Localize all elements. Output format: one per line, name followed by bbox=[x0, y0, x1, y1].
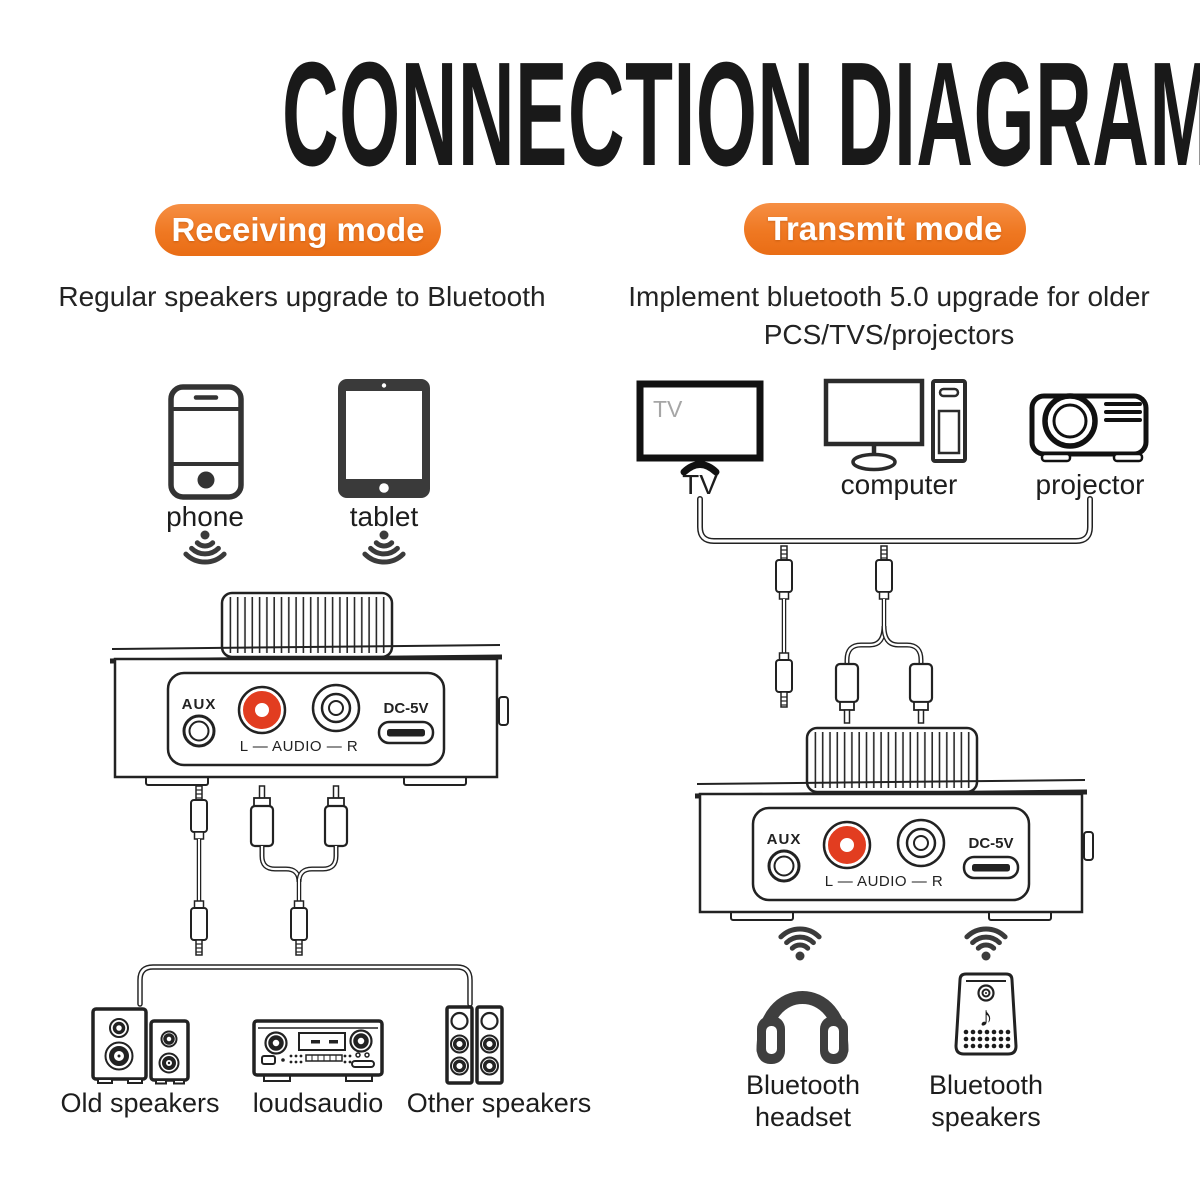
wifi-down-icon-phone bbox=[183, 530, 227, 565]
power-label: DC-5V bbox=[383, 700, 428, 717]
projector-label: projector bbox=[1035, 469, 1145, 500]
usb-c-port bbox=[377, 720, 435, 745]
aux-label: AUX bbox=[767, 831, 802, 848]
amplifier-icon bbox=[252, 1019, 384, 1082]
aux-cable-right bbox=[775, 545, 793, 708]
music-note-icon: ♪ bbox=[979, 1001, 993, 1032]
rca-y-cable-left bbox=[249, 785, 349, 956]
wifi-down-icon-tablet bbox=[362, 530, 406, 565]
receiving-mode-badge: Receiving mode bbox=[155, 204, 441, 256]
tablet-label: tablet bbox=[349, 501, 419, 532]
wifi-up-icon-headset bbox=[778, 926, 822, 961]
bluetooth-speakers-label: Bluetooth speakers bbox=[928, 1070, 1044, 1132]
projector-icon bbox=[1029, 393, 1149, 463]
rca-jack-left-red bbox=[822, 820, 872, 870]
old-speakers-label: Old speakers bbox=[60, 1088, 220, 1118]
other-speakers-label: Other speakers bbox=[406, 1088, 592, 1118]
phone-label: phone bbox=[166, 501, 244, 532]
computer-label: computer bbox=[840, 469, 958, 500]
tv-screen-label: TV bbox=[653, 396, 683, 422]
old-speakers-icon bbox=[91, 1007, 190, 1085]
receiving-subtitle: Regular speakers upgrade to Bluetooth bbox=[58, 281, 546, 312]
tv-icon: TV bbox=[636, 380, 764, 476]
power-label: DC-5V bbox=[968, 835, 1013, 852]
bluetooth-headset-label: Bluetooth headset bbox=[745, 1070, 861, 1132]
other-speakers-icon bbox=[445, 1005, 504, 1085]
aux-label: AUX bbox=[182, 696, 217, 713]
audio-label: L — AUDIO — R bbox=[825, 873, 943, 890]
rca-y-cable-right bbox=[834, 545, 934, 724]
usb-c-port bbox=[962, 855, 1020, 880]
wifi-up-icon-speaker bbox=[964, 926, 1008, 961]
loudsaudio-label: loudsaudio bbox=[252, 1088, 384, 1118]
aux-cable-left bbox=[190, 785, 208, 956]
phone-icon bbox=[168, 384, 244, 500]
transmit-mode-badge: Transmit mode bbox=[744, 203, 1026, 255]
rca-jack-right-white bbox=[896, 818, 946, 868]
tablet-icon bbox=[338, 379, 430, 498]
bluetooth-speaker-icon: ♪ bbox=[954, 972, 1018, 1056]
bluetooth-adapter-device-right: AUX L — AUDIO — R DC-5V bbox=[694, 726, 1094, 921]
transmit-subtitle-line1: Implement bluetooth 5.0 upgrade for olde… bbox=[628, 281, 1150, 312]
tv-label: TV bbox=[682, 469, 718, 500]
bluetooth-adapter-device-left: AUX L — AUDIO — R DC-5V bbox=[109, 591, 509, 786]
audio-label: L — AUDIO — R bbox=[240, 738, 358, 755]
page-title: CONNECTION DIAGRAM bbox=[282, 32, 1200, 197]
transmit-subtitle-line2: PCS/TVS/projectors bbox=[763, 318, 1015, 350]
receiving-mode-badge-label: Receiving mode bbox=[171, 211, 425, 248]
rca-jack-left-red bbox=[237, 685, 287, 735]
speakers-bracket-cable bbox=[137, 964, 473, 1007]
computer-icon bbox=[823, 378, 967, 472]
headset-icon bbox=[756, 991, 849, 1064]
sources-bracket-cable bbox=[697, 496, 1093, 544]
transmit-mode-badge-label: Transmit mode bbox=[767, 210, 1003, 247]
rca-jack-right-white bbox=[311, 683, 361, 733]
transmit-subtitle: Implement bluetooth 5.0 upgrade for olde… bbox=[589, 278, 1189, 354]
